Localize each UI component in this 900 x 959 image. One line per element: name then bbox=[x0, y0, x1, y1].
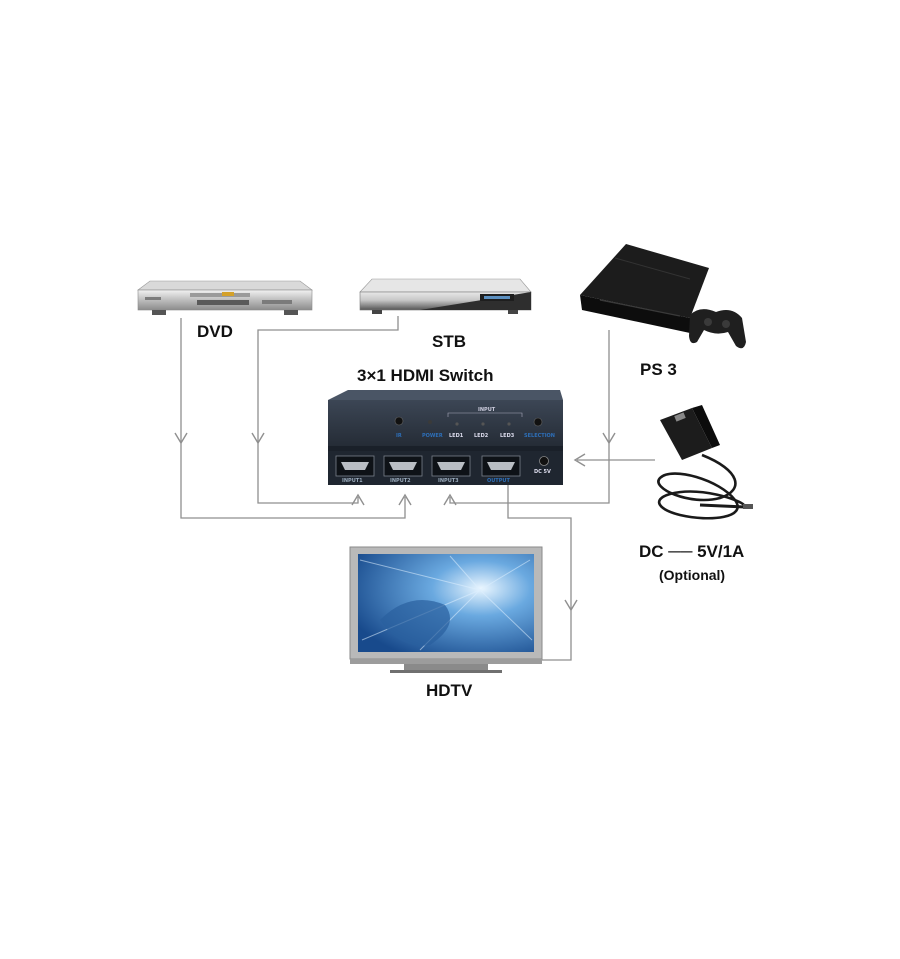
power-optional-label: (Optional) bbox=[659, 567, 726, 583]
ps3-label: PS 3 bbox=[640, 360, 677, 379]
dc-arrow-left bbox=[573, 453, 586, 467]
dvd-arrow-down bbox=[174, 432, 188, 445]
input-label: INPUT bbox=[478, 407, 496, 413]
svg-text:INPUT1: INPUT1 bbox=[342, 478, 363, 484]
led3-label: LED3 bbox=[500, 433, 515, 439]
input1-arrow-up bbox=[351, 493, 365, 506]
svg-text:INPUT2: INPUT2 bbox=[390, 478, 411, 484]
selection-label: SELECTION bbox=[524, 433, 555, 439]
power-adapter bbox=[657, 405, 753, 520]
hdmi-port-input1: INPUT1 bbox=[335, 455, 375, 484]
stb-arrow-down bbox=[251, 432, 265, 445]
svg-text:DC 5V: DC 5V bbox=[534, 469, 551, 475]
ir-label: IR bbox=[396, 433, 402, 439]
hdtv-monitor bbox=[349, 546, 543, 673]
switch-label: 3×1 HDMI Switch bbox=[357, 366, 494, 385]
svg-text:INPUT3: INPUT3 bbox=[438, 478, 459, 484]
dvd-player bbox=[137, 280, 313, 315]
hdtv-label: HDTV bbox=[426, 681, 473, 700]
hdtv-arrow-down bbox=[564, 599, 578, 612]
ps3-console bbox=[580, 244, 709, 333]
led2-label: LED2 bbox=[474, 433, 489, 439]
dvd-cable bbox=[180, 318, 406, 519]
stb-cable bbox=[257, 316, 399, 504]
hdmi-port-input3: INPUT3 bbox=[431, 455, 471, 484]
hdmi-port-input2: INPUT2 bbox=[383, 455, 423, 484]
stb-box bbox=[359, 278, 532, 314]
input3-arrow-up bbox=[443, 493, 457, 506]
ps3-arrow-down bbox=[602, 432, 616, 445]
hdmi-switch: IR POWER INPUT LED1 LED2 LED3 SELECTION … bbox=[328, 390, 563, 485]
dc-jack: DC 5V bbox=[534, 456, 551, 475]
input2-arrow-up bbox=[398, 493, 412, 506]
hdmi-port-output: OUTPUT bbox=[481, 455, 521, 484]
svg-text:OUTPUT: OUTPUT bbox=[487, 478, 510, 484]
power-label: POWER bbox=[422, 433, 443, 439]
ps3-controller bbox=[689, 309, 746, 349]
power-spec-label: DC ── 5V/1A bbox=[639, 542, 745, 561]
ps3-cable bbox=[449, 330, 610, 504]
led1-label: LED1 bbox=[449, 433, 464, 439]
stb-label: STB bbox=[432, 332, 466, 351]
dvd-label: DVD bbox=[197, 322, 233, 341]
